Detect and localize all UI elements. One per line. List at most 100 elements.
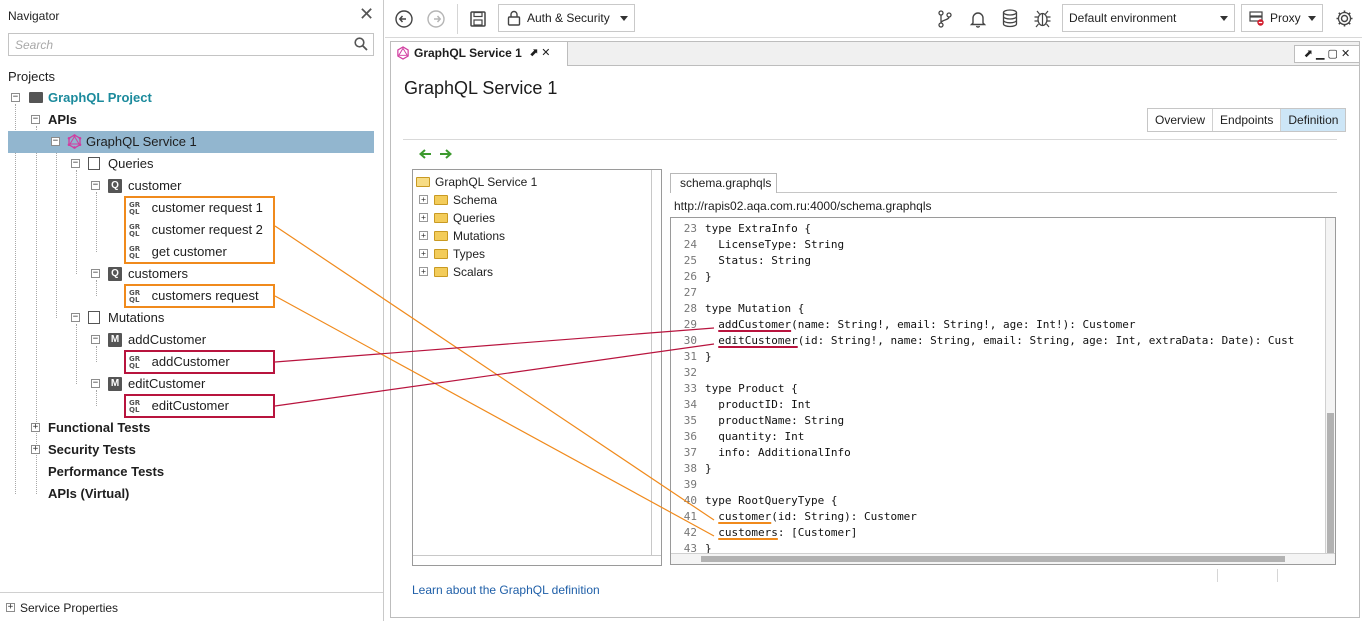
- tab-graphql-service[interactable]: GraphQL Service 1 ⬈ ✕: [391, 42, 568, 66]
- line-number: 43: [683, 542, 697, 555]
- forward-icon[interactable]: [427, 10, 445, 28]
- collapse-toggle[interactable]: −: [31, 114, 40, 124]
- collapse-toggle[interactable]: −: [91, 378, 100, 388]
- save-icon[interactable]: [469, 10, 487, 28]
- gear-icon[interactable]: [1335, 9, 1354, 28]
- vertical-scrollbar[interactable]: [651, 170, 661, 555]
- tab-controls-icon[interactable]: ⬈ ✕: [529, 47, 551, 59]
- collapse-toggle[interactable]: −: [71, 312, 80, 322]
- line-number: 37: [683, 446, 697, 459]
- service-label: GraphQL Service 1: [86, 134, 197, 149]
- query-icon: Q: [108, 179, 122, 193]
- tab-endpoints[interactable]: Endpoints: [1213, 109, 1282, 131]
- collapse-toggle[interactable]: −: [91, 268, 100, 278]
- collapse-toggle[interactable]: −: [91, 180, 100, 190]
- schema-tree-item-types[interactable]: + Types: [419, 245, 485, 263]
- bug-icon[interactable]: [1033, 9, 1052, 28]
- search-input[interactable]: [9, 34, 349, 55]
- line-number: 28: [683, 302, 697, 315]
- ql-text: QL: [129, 295, 140, 304]
- request-label: customer request 1: [151, 200, 263, 215]
- tree-item-label: Schema: [453, 193, 498, 207]
- expand-toggle[interactable]: +: [419, 231, 428, 241]
- window-controls[interactable]: ⬈ ▁ ▢ ✕: [1294, 45, 1360, 63]
- close-icon[interactable]: ✕: [359, 4, 375, 24]
- highlight-box-customer-requests: [124, 196, 275, 264]
- scrollbar-thumb[interactable]: [701, 556, 1285, 562]
- expand-toggle[interactable]: +: [419, 213, 428, 223]
- tree-item-graphql-service[interactable]: − GraphQL Service 1: [8, 131, 374, 153]
- project-label: GraphQL Project: [48, 90, 152, 105]
- expand-toggle[interactable]: +: [6, 602, 15, 612]
- performance-tests-label: Performance Tests: [48, 464, 165, 479]
- learn-graphql-link[interactable]: Learn about the GraphQL definition: [412, 583, 600, 597]
- search-icon[interactable]: [354, 37, 368, 51]
- scrollbar-thumb[interactable]: [1327, 413, 1334, 559]
- tree-item-label: Mutations: [453, 229, 506, 243]
- expand-toggle[interactable]: +: [31, 422, 40, 432]
- code-text: }: [705, 462, 712, 475]
- expand-toggle[interactable]: +: [31, 444, 40, 454]
- tab-label: GraphQL Service 1: [414, 46, 522, 60]
- arrow-left-icon[interactable]: [418, 148, 432, 160]
- graphql-icon: [397, 46, 409, 60]
- line-number: 23: [683, 222, 697, 235]
- environment-value: Default environment: [1069, 11, 1177, 25]
- code-text: type Product {: [705, 382, 798, 395]
- proxy-label: Proxy: [1270, 11, 1301, 25]
- collapse-toggle[interactable]: −: [91, 334, 100, 344]
- schema-tree-item-schema[interactable]: + Schema: [419, 191, 497, 209]
- arrow-right-icon[interactable]: [439, 148, 453, 160]
- schema-tree-root[interactable]: GraphQL Service 1: [416, 173, 537, 191]
- tab-schema-file[interactable]: schema.graphqls: [670, 173, 777, 193]
- tab-overview[interactable]: Overview: [1148, 109, 1214, 131]
- horizontal-scrollbar[interactable]: [413, 555, 661, 565]
- collapse-toggle[interactable]: −: [51, 136, 60, 146]
- tree-guide: [96, 280, 97, 296]
- service-properties-panel[interactable]: + Service Properties: [0, 592, 383, 621]
- code-text: type Mutation {: [705, 302, 805, 315]
- auth-security-dropdown[interactable]: Auth & Security: [498, 4, 635, 32]
- code-line: 39: [671, 477, 1294, 493]
- tree-guide: [96, 346, 97, 362]
- database-icon[interactable]: [1002, 9, 1018, 28]
- code-text: info: AdditionalInfo: [705, 446, 851, 459]
- schema-tree-item-mutations[interactable]: + Mutations: [419, 227, 505, 245]
- schema-url: http://rapis02.aqa.com.ru:4000/schema.gr…: [674, 199, 932, 213]
- tab-definition[interactable]: Definition: [1281, 109, 1346, 131]
- proxy-dropdown[interactable]: Proxy: [1241, 4, 1323, 32]
- horizontal-scrollbar[interactable]: [671, 553, 1335, 564]
- folder-open-icon: [416, 176, 430, 187]
- schema-tree-item-queries[interactable]: +Queries: [419, 209, 495, 227]
- collapse-toggle[interactable]: −: [71, 158, 80, 168]
- line-number: 30: [683, 334, 697, 347]
- code-text: type RootQueryType {: [705, 494, 838, 507]
- expand-toggle[interactable]: +: [419, 195, 428, 205]
- back-icon[interactable]: [395, 10, 413, 28]
- vertical-scrollbar[interactable]: [1325, 218, 1335, 559]
- tree-item-label: Types: [453, 247, 486, 261]
- expand-toggle[interactable]: +: [419, 249, 428, 259]
- toolbar-separator: [457, 4, 458, 34]
- bell-icon[interactable]: [969, 10, 987, 28]
- projects-label: Projects: [8, 69, 55, 84]
- environment-dropdown[interactable]: Default environment: [1062, 4, 1235, 32]
- schema-tree-item-scalars[interactable]: +Scalars: [419, 263, 493, 281]
- gr-text: GR: [129, 222, 141, 231]
- expand-toggle[interactable]: +: [419, 267, 428, 277]
- line-number: 32: [683, 366, 697, 379]
- branch-icon[interactable]: [937, 10, 953, 28]
- customer-label: customer: [128, 178, 182, 193]
- collapse-toggle[interactable]: −: [11, 92, 20, 102]
- code-text: LicenseType: String: [705, 238, 845, 251]
- code-text: productID: Int: [705, 398, 811, 411]
